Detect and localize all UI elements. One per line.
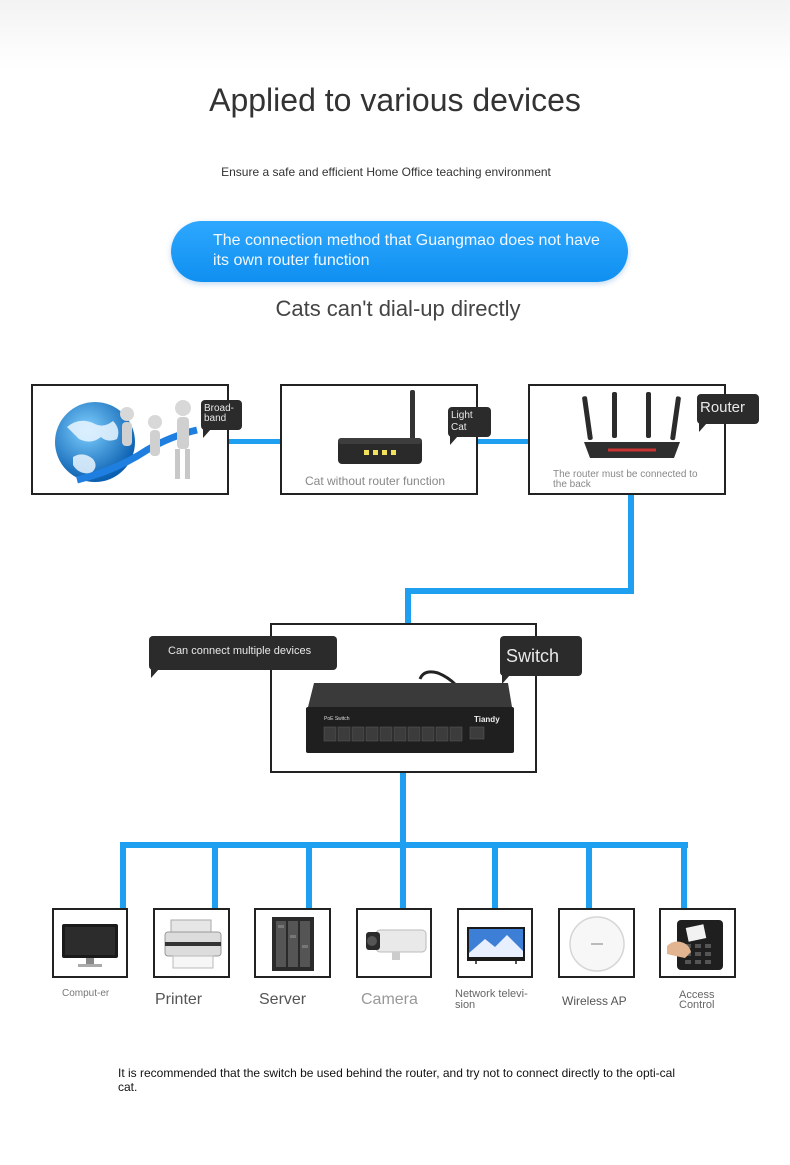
switch-model-label: PoE Switch: [324, 716, 350, 722]
cat-caption: Cat without router function: [305, 474, 446, 488]
connection-method-banner: The connection method that Guangmao does…: [171, 221, 628, 282]
wire-drop-printer: [212, 842, 218, 909]
router-box: The router must be connected to the back: [528, 384, 726, 495]
device-label-computer: Comput-er: [62, 988, 110, 999]
device-label-access-control: Access Control: [679, 989, 715, 1011]
broadband-box: [31, 384, 229, 495]
banner-text: The connection method that Guangmao does…: [213, 232, 600, 269]
switch-box: PoE Switch Tiandy: [270, 623, 537, 773]
wire-switch-down: [400, 771, 406, 845]
light-cat-tag: Light Cat: [448, 407, 491, 445]
wireless-ap-icon: [569, 916, 625, 972]
multiple-devices-tag: Can connect multiple devices: [149, 636, 337, 678]
wire-drop-access: [681, 842, 687, 909]
broadband-tag: Broad-band: [201, 400, 242, 438]
router-tag: Router: [697, 394, 759, 432]
footer-note: It is recommended that the switch be use…: [118, 1066, 675, 1094]
access-control-icon: [667, 920, 723, 970]
device-camera: [356, 908, 432, 978]
server-icon: [272, 917, 314, 971]
router-tag-text: Router: [700, 399, 746, 416]
wire-drop-ap: [586, 842, 592, 909]
optical-modem-icon: [338, 390, 422, 464]
device-label-wireless-ap: Wireless AP: [562, 994, 627, 1008]
top-fade: [0, 0, 790, 70]
device-label-server: Server: [259, 991, 307, 1008]
switch-tag-text: Switch: [506, 646, 560, 666]
device-label-printer: Printer: [155, 991, 203, 1008]
wire-drop-computer: [120, 842, 126, 909]
router-caption: The router must be connected to the back: [553, 469, 698, 490]
wire-drop-server: [306, 842, 312, 909]
wire-router-down: [628, 494, 634, 594]
device-computer: [52, 908, 128, 978]
device-wireless-ap: [558, 908, 635, 978]
switch-icon: [306, 670, 514, 753]
wire-drop-camera: [400, 842, 406, 909]
page-title: Applied to various devices: [209, 82, 581, 118]
camera-icon: [366, 929, 427, 960]
monitor-icon: [62, 924, 118, 967]
wire-router-horizontal: [405, 588, 634, 594]
tv-icon: [467, 927, 525, 964]
printer-icon: [164, 919, 222, 969]
globe-people-icon: [55, 400, 198, 484]
switch-tag: Switch: [500, 636, 582, 684]
multiple-devices-tag-text: Can connect multiple devices: [168, 645, 312, 657]
device-label-camera: Camera: [361, 991, 418, 1008]
wire-broadband-cat: [228, 439, 281, 444]
wire-drop-tv: [492, 842, 498, 909]
switch-brand-label: Tiandy: [474, 715, 500, 724]
device-printer: [153, 908, 230, 978]
device-server: [254, 908, 331, 978]
wire-to-switch: [405, 588, 411, 624]
page-subtitle: Ensure a safe and efficient Home Office …: [221, 165, 551, 179]
device-access-control: [659, 908, 736, 978]
light-cat-tag-text: Light Cat: [451, 410, 473, 433]
cat-box: Cat without router function: [280, 384, 478, 495]
section-heading: Cats can't dial-up directly: [275, 296, 521, 321]
device-label-tv: Network televi-sion: [455, 988, 528, 1011]
device-tv: [457, 908, 533, 978]
broadband-tag-text: Broad-band: [204, 403, 235, 424]
wire-cat-router: [477, 439, 529, 444]
router-icon: [582, 392, 681, 458]
